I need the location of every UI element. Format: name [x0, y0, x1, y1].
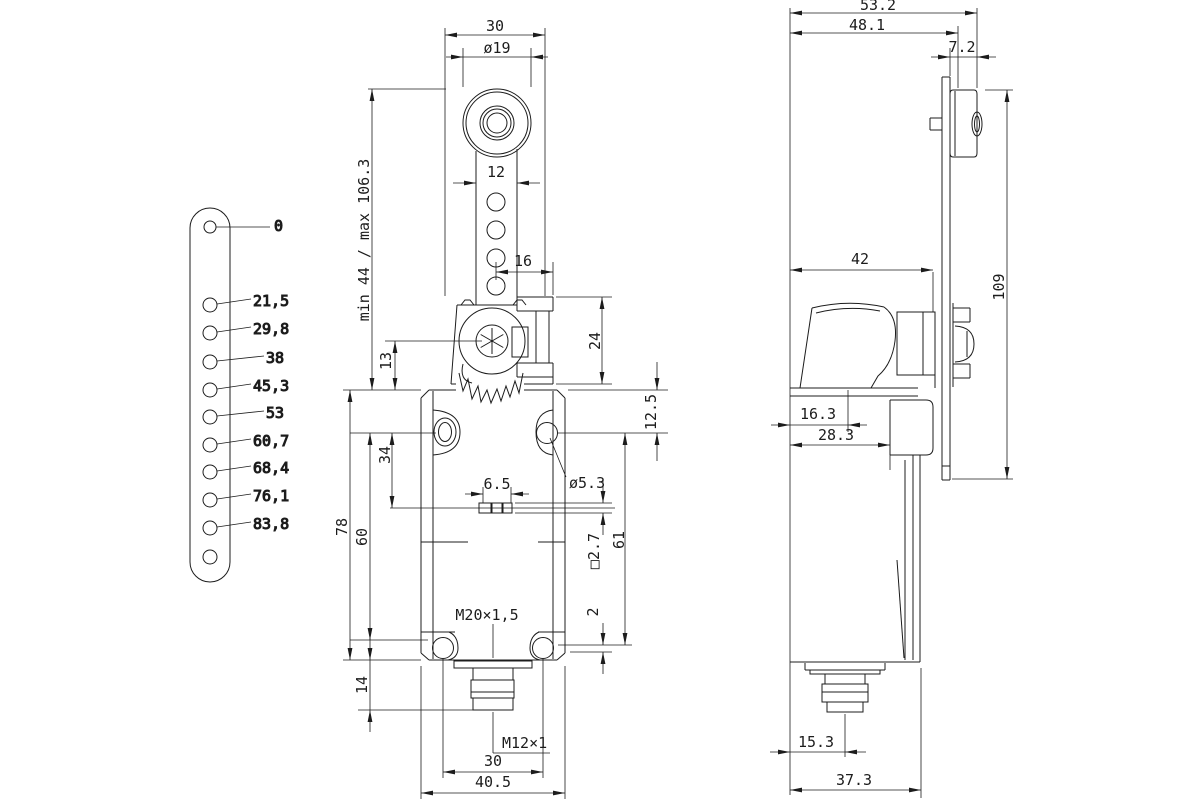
front-view-labels: 30 ø19 12 min 44 / max 106.3 13 16 24 12…	[333, 17, 660, 791]
lever-pos-1: 21,5	[253, 292, 289, 310]
dim-depth-to-roller: 48.1	[849, 16, 885, 34]
label-gland-thread: M20×1,5	[455, 606, 518, 624]
dim-hole-pitch: 30	[484, 752, 502, 770]
dim-mounting-hole-dia: ø5.3	[569, 474, 605, 492]
lever-pos-4: 45,3	[253, 377, 289, 395]
dim-pivot-to-body: 13	[377, 352, 395, 370]
dim-slot-width: 6.5	[483, 475, 510, 493]
dim-plug-offset: 15.3	[798, 733, 834, 751]
dim-left-hole-span: 60	[353, 528, 371, 546]
front-view-geometry	[390, 88, 615, 711]
lever-pos-6: 60,7	[253, 432, 289, 450]
side-view-labels: 53.2 48.1 7.2 42 109 16.3 28.3 15.3 37.3	[798, 0, 1008, 789]
label-plug-thread: M12×1	[502, 734, 547, 752]
dim-body-height: 78	[333, 518, 351, 536]
dim-arm-width: 12	[487, 163, 505, 181]
lever-hole-leaders	[216, 226, 270, 528]
dim-overall-depth: 53.2	[860, 0, 896, 14]
dim-body-depth: 42	[851, 250, 869, 268]
dim-hole-edge-offset: 2	[584, 607, 602, 616]
dim-head-depth: 28.3	[818, 426, 854, 444]
lever-hole-scale-view: 0 21,5 29,8 38 45,3 53 60,7 68,4 76,1 83…	[189, 207, 290, 583]
side-view-dimensions	[770, 8, 1013, 798]
front-view-dimensions	[343, 28, 668, 799]
lever-pos-2: 29,8	[253, 320, 289, 338]
lever-pos-8: 76,1	[253, 487, 289, 505]
dim-body-width: 40.5	[475, 773, 511, 791]
dim-lever-length: 109	[990, 273, 1008, 300]
dim-head-offset: 16.3	[800, 405, 836, 423]
dim-roller-width: 7.2	[948, 38, 975, 56]
lever-pos-7: 68,4	[253, 459, 289, 477]
lever-pos-5: 53	[266, 404, 284, 422]
dim-right-hole-span: 61	[610, 531, 628, 549]
dim-hole-to-clamp: 16	[514, 252, 532, 270]
lever-pos-9: 83,8	[253, 515, 289, 533]
dim-base-depth: 37.3	[836, 771, 872, 789]
dim-hole-to-slot: 34	[376, 446, 394, 464]
dim-head-width: 30	[486, 17, 504, 35]
dim-top-to-hole: 12.5	[642, 394, 660, 430]
side-view-geometry	[790, 76, 983, 713]
dim-head-height: 24	[586, 332, 604, 350]
dim-roller-diameter: ø19	[483, 39, 510, 57]
lever-pos-3: 38	[266, 349, 284, 367]
dim-slot-square: □2.7	[585, 533, 603, 569]
dim-plug-height: 14	[353, 676, 371, 694]
lever-pos-0: 0	[274, 217, 283, 235]
dim-lever-range: min 44 / max 106.3	[355, 159, 373, 322]
